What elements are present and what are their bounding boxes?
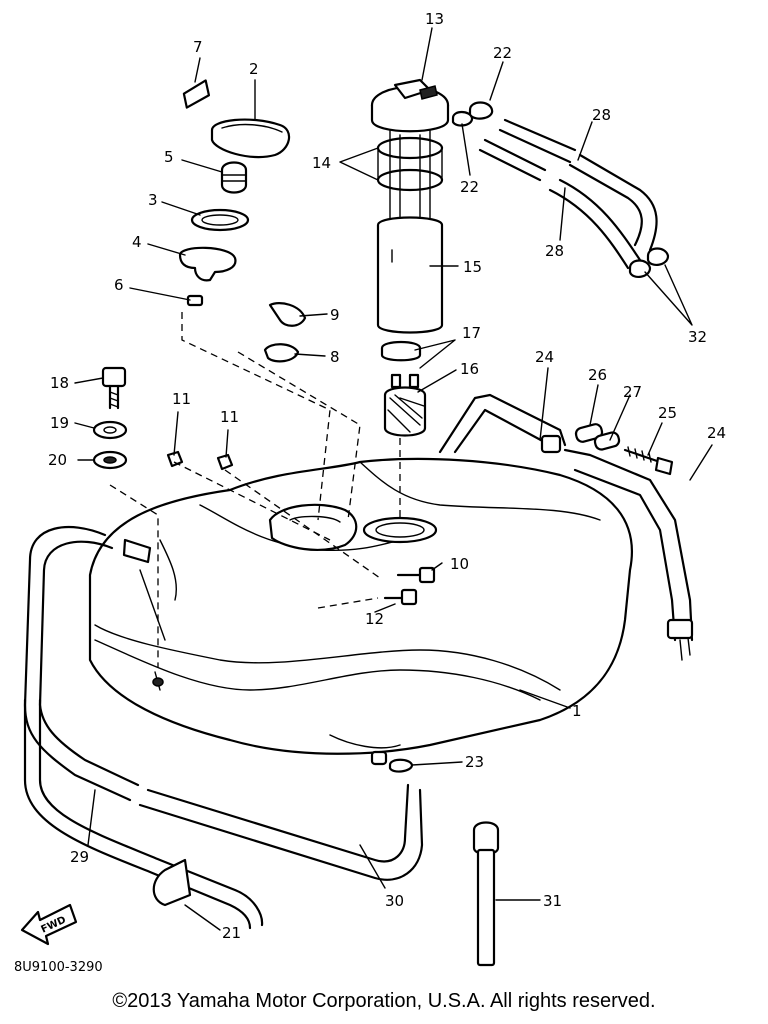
label-11b: 11 (220, 408, 239, 426)
fwd-arrow-icon: FWD (20, 903, 78, 946)
label-2: 2 (249, 60, 259, 78)
leader-lines (74, 27, 713, 931)
label-24b: 24 (707, 424, 726, 442)
label-1: 1 (572, 702, 582, 720)
label-30: 30 (385, 892, 404, 910)
label-11a: 11 (172, 390, 191, 408)
label-16: 16 (460, 360, 479, 378)
label-4: 4 (132, 233, 142, 251)
label-18: 18 (50, 374, 69, 392)
label-5: 5 (164, 148, 174, 166)
label-25: 25 (658, 404, 677, 422)
label-23: 23 (465, 753, 484, 771)
label-32: 32 (688, 328, 707, 346)
label-26: 26 (588, 366, 607, 384)
copyright-notice: ©2013 Yamaha Motor Corporation, U.S.A. A… (112, 990, 656, 1012)
label-7: 7 (193, 38, 203, 56)
breather-hoses (23, 525, 424, 930)
label-6: 6 (114, 276, 124, 294)
label-19: 19 (50, 414, 69, 432)
label-8: 8 (330, 348, 340, 366)
label-12: 12 (365, 610, 384, 628)
label-21: 21 (222, 924, 241, 942)
label-14: 14 (312, 154, 331, 172)
fuel-sender-unit (370, 78, 450, 334)
reference-lines (109, 312, 401, 668)
label-15: 15 (463, 258, 482, 276)
tank-strap (438, 393, 694, 661)
fuel-tank-body (88, 457, 633, 755)
label-10: 10 (450, 555, 469, 573)
label-27: 27 (623, 383, 642, 401)
label-31: 31 (543, 892, 562, 910)
tank-bolt-and-washers (92, 366, 128, 470)
label-22b: 22 (460, 178, 479, 196)
label-28b: 28 (545, 242, 564, 260)
callout-labels: 13 7 2 22 28 5 14 22 3 4 28 15 6 9 17 32… (48, 10, 726, 942)
small-clamps (263, 301, 307, 363)
label-28a: 28 (592, 106, 611, 124)
hose-clamps (451, 101, 670, 278)
label-29: 29 (70, 848, 89, 866)
label-3: 3 (148, 191, 158, 209)
hose-bracket (152, 858, 192, 907)
fuel-cap-assembly (178, 79, 291, 307)
diagram-part-code: 8U9100-3290 (14, 960, 103, 975)
fuel-hoses (478, 118, 658, 270)
strap-bolt (623, 446, 674, 476)
label-22a: 22 (493, 44, 512, 62)
tool-31 (472, 821, 500, 967)
strap-pads (574, 423, 621, 451)
label-9: 9 (330, 306, 340, 324)
label-24a: 24 (535, 348, 554, 366)
label-13: 13 (425, 10, 444, 28)
fuel-filter (380, 340, 427, 437)
label-20: 20 (48, 451, 67, 469)
label-17: 17 (462, 324, 481, 342)
